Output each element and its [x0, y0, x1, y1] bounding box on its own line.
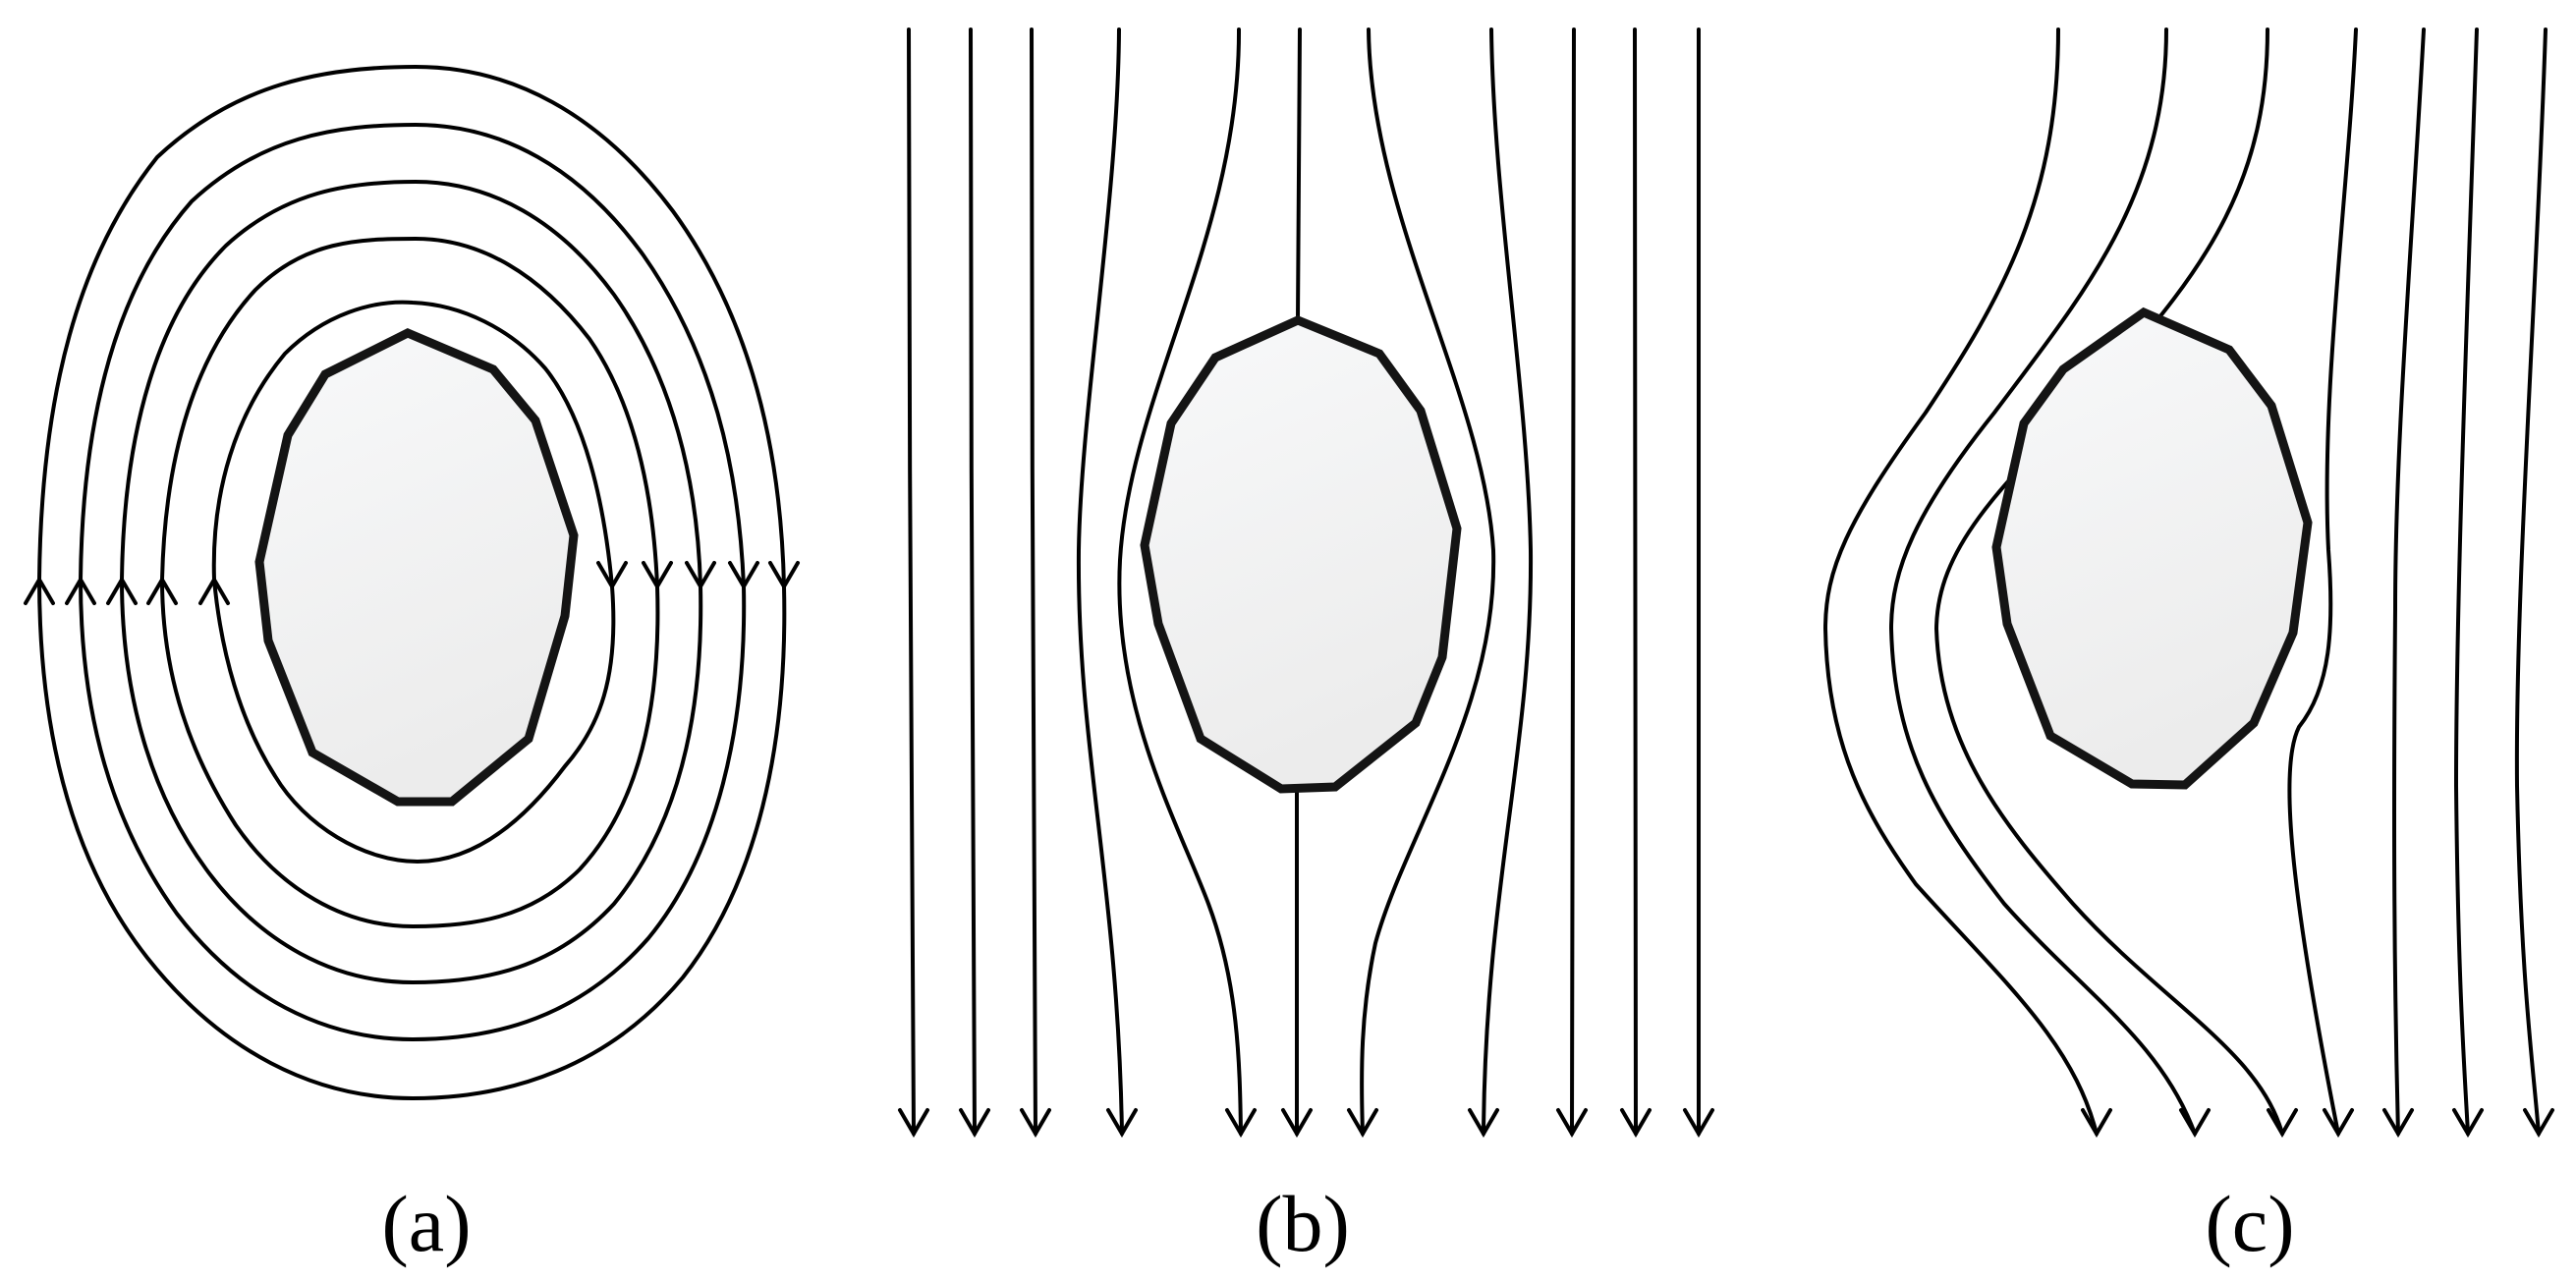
panel-b: [898, 28, 1714, 1138]
arrow-down-icon: [959, 1108, 990, 1138]
streamline: [2514, 28, 2548, 1136]
arrow-down-icon: [1225, 1108, 1257, 1138]
streamline: [969, 28, 977, 1136]
arrow-down-icon: [1281, 1108, 1313, 1138]
arrow-down-icon: [1468, 1108, 1499, 1138]
streamline: [1482, 28, 1534, 1136]
arrow-down-icon: [1347, 1108, 1378, 1138]
panel-label-a: (a): [381, 1179, 472, 1268]
arrow-down-icon: [768, 561, 800, 590]
obstacle-polygon: [1140, 315, 1462, 794]
arrow-down-icon: [2267, 1108, 2298, 1138]
panel-label-c: (c): [2205, 1179, 2295, 1268]
arrow-up-icon: [65, 576, 96, 605]
arrow-down-icon: [2523, 1108, 2554, 1138]
arrow-down-icon: [2179, 1108, 2211, 1138]
arrow-down-icon: [596, 561, 628, 590]
streamline: [1823, 28, 2099, 1136]
arrow-down-icon: [642, 561, 673, 590]
arrow-up-icon: [106, 576, 138, 605]
arrow-down-icon: [1620, 1108, 1652, 1138]
panel-c: [1823, 28, 2554, 1138]
arrow-down-icon: [2081, 1108, 2112, 1138]
arrow-down-icon: [1106, 1108, 1138, 1138]
streamline: [1633, 28, 1638, 1136]
arrow-down-icon: [2382, 1108, 2414, 1138]
streamline: [1030, 28, 1037, 1136]
arrow-down-icon: [1556, 1108, 1588, 1138]
streamline: [2287, 28, 2358, 1136]
panel-a: [24, 65, 800, 1100]
streamline: [1360, 28, 1496, 1136]
arrow-down-icon: [685, 561, 716, 590]
streamline: [1934, 28, 2284, 1136]
arrow-up-icon: [24, 576, 55, 605]
obstacle-polygon: [254, 328, 579, 807]
arrow-up-icon: [198, 576, 230, 605]
streamline: [1117, 28, 1243, 1136]
arrow-down-icon: [728, 561, 759, 590]
arrow-up-icon: [146, 576, 178, 605]
streamline: [907, 28, 916, 1136]
panel-label-b: (b): [1256, 1179, 1350, 1268]
streamline: [2454, 28, 2479, 1136]
arrow-down-icon: [1020, 1108, 1051, 1138]
arrow-down-icon: [2452, 1108, 2484, 1138]
arrow-down-icon: [898, 1108, 929, 1138]
streamline: [2392, 28, 2426, 1136]
streamline: [1296, 28, 1302, 322]
arrow-down-icon: [1683, 1108, 1714, 1138]
streamline: [1076, 28, 1124, 1136]
obstacle-polygon: [1991, 307, 2313, 790]
streamline: [1570, 28, 1576, 1136]
streamline: [1889, 28, 2197, 1136]
arrow-down-icon: [2323, 1108, 2354, 1138]
